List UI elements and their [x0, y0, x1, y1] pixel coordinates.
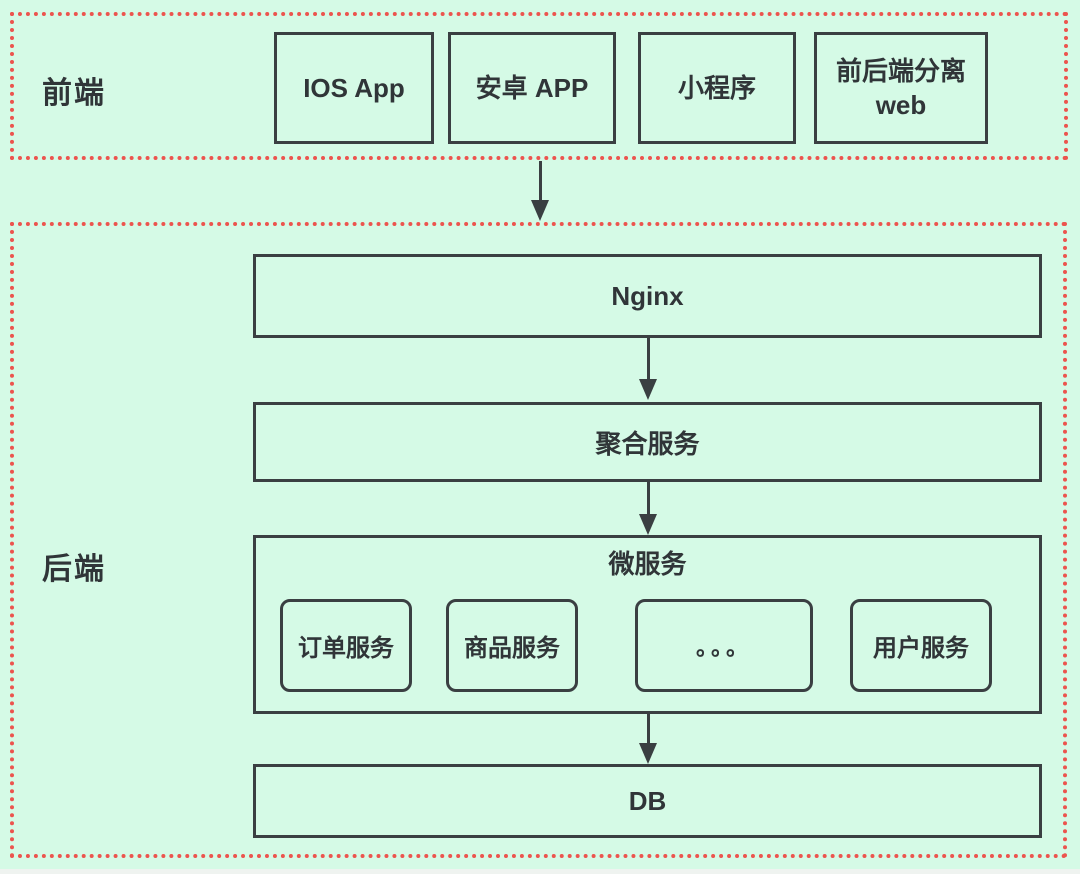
- node-label: 商品服务: [464, 635, 560, 662]
- arrow-shaft: [538, 161, 542, 200]
- frontend-section: 前端 IOS App 安卓 APP 小程序 前后端分离 web: [10, 12, 1068, 160]
- node-microservices-group: 微服务 订单服务 商品服务 。。。 用户服务: [253, 535, 1042, 714]
- arrow-frontend-to-backend: [531, 161, 549, 221]
- arrow-head-icon: [639, 743, 657, 764]
- node-order-service: 订单服务: [280, 599, 412, 692]
- node-nginx: Nginx: [253, 254, 1042, 338]
- arrow-head-icon: [531, 200, 549, 221]
- node-label: 。。。: [695, 634, 752, 660]
- node-android-app: 安卓 APP: [448, 32, 616, 144]
- node-label: DB: [628, 785, 667, 816]
- node-ios-app: IOS App: [274, 32, 434, 144]
- node-label: 聚合服务: [595, 428, 700, 459]
- backend-section-label: 后端: [42, 553, 106, 586]
- arrow-shaft: [646, 714, 650, 743]
- node-label: 订单服务: [298, 635, 394, 662]
- microservices-group-label: 微服务: [608, 549, 687, 579]
- node-label: 小程序: [677, 73, 756, 103]
- backend-section: 后端 Nginx 聚合服务 微服务 订单服务 商品服务 。。。: [10, 222, 1067, 858]
- arrow-head-icon: [639, 379, 657, 400]
- frontend-section-label: 前端: [42, 77, 106, 110]
- node-label: 用户服务: [873, 635, 969, 662]
- arrow-microservices-to-db: [639, 714, 657, 764]
- node-product-service: 商品服务: [446, 599, 578, 692]
- node-mini-program: 小程序: [638, 32, 796, 144]
- arrow-aggregate-to-microservices: [639, 482, 657, 535]
- node-aggregate-service: 聚合服务: [253, 402, 1042, 482]
- arrow-nginx-to-aggregate: [639, 337, 657, 400]
- arrow-head-icon: [639, 514, 657, 535]
- node-db: DB: [253, 764, 1042, 838]
- node-label: 前后端分离 web: [835, 56, 966, 120]
- arrow-shaft: [646, 482, 650, 514]
- node-label: 安卓 APP: [475, 73, 589, 103]
- node-user-service: 用户服务: [850, 599, 992, 692]
- node-label: Nginx: [611, 280, 684, 311]
- arrow-shaft: [646, 337, 650, 379]
- node-label: IOS App: [303, 73, 405, 103]
- node-spa-web: 前后端分离 web: [814, 32, 988, 144]
- window-bottom-edge: [0, 869, 1080, 874]
- node-more-services-ellipsis: 。。。: [635, 599, 813, 692]
